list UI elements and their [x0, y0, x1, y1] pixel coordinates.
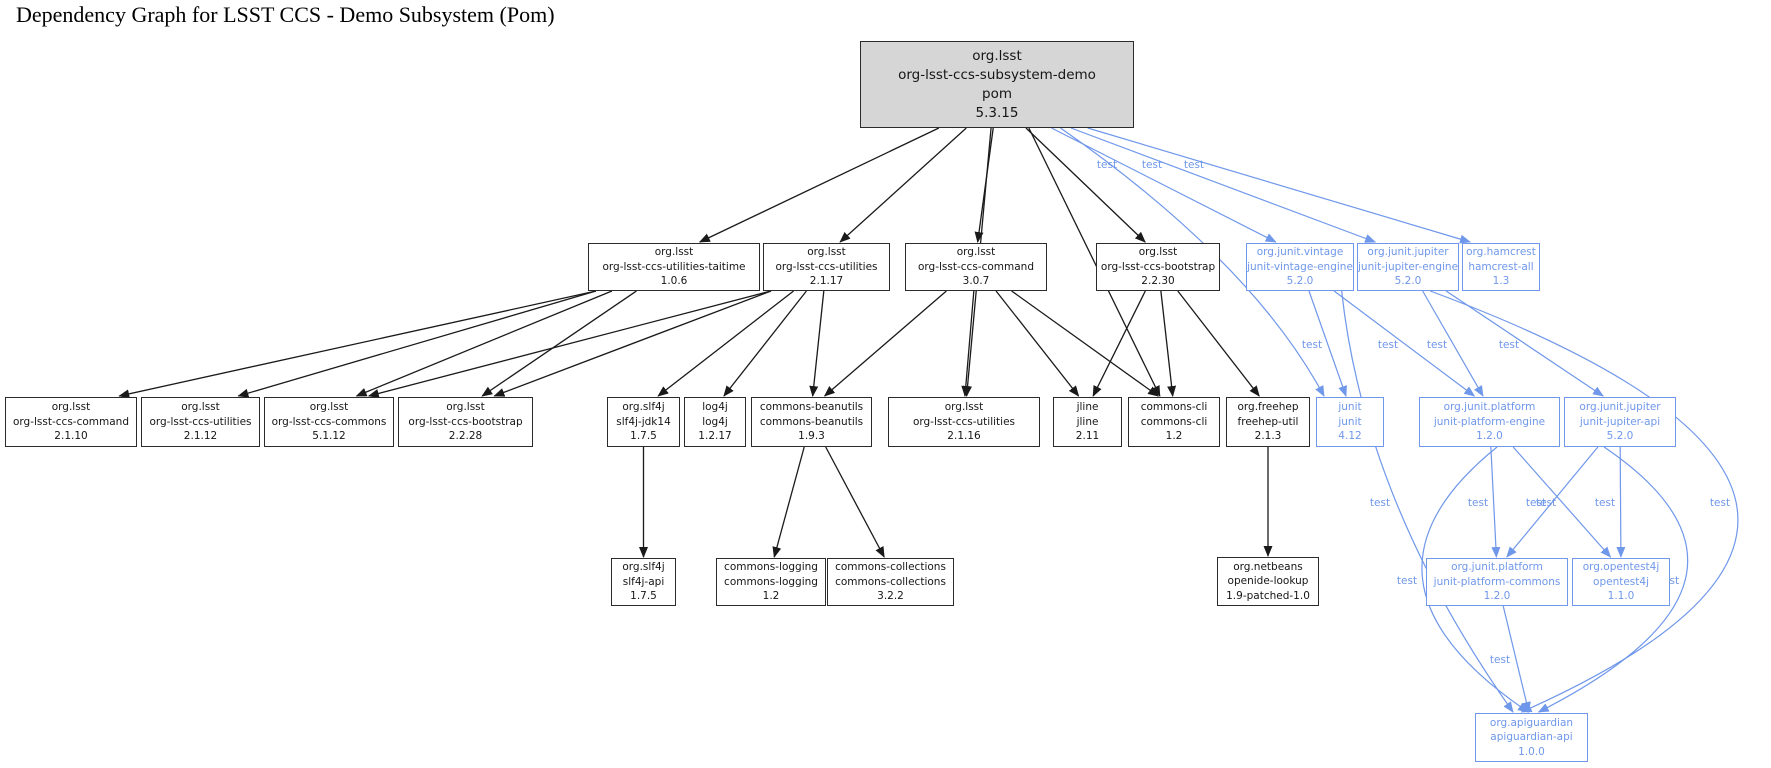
edge-label-platformengine-opentest4j: test	[1536, 497, 1556, 509]
edge-bootstrap2230-commonscli	[1160, 290, 1177, 397]
edge-platformengine-apiguardian	[1421, 446, 1529, 713]
edge-taitime-commons5112	[355, 290, 613, 397]
edge-jupiterapi-opentest4j	[1616, 446, 1626, 558]
edge-label-platformengine-platformcommons: test	[1468, 497, 1488, 509]
page-title: Dependency Graph for LSST CCS - Demo Sub…	[16, 2, 555, 27]
edge-beanutils-commonslogging	[772, 446, 805, 558]
edge-bootstrap2230-jline	[1092, 290, 1146, 397]
edge-utilities217-bootstrap2228	[493, 290, 772, 397]
edge-vintage-platformengine	[1333, 290, 1476, 397]
edge-utilities217-log4j	[723, 290, 807, 397]
edge-taitime-bootstrap2228	[481, 290, 637, 397]
edge-root-vintage	[1051, 127, 1277, 243]
edge-root-commonscli	[1028, 127, 1161, 397]
edge-root-junit	[1060, 127, 1325, 397]
edge-jupiterapi-apiguardian	[1537, 446, 1689, 713]
edge-root-jupiterengine	[1070, 127, 1377, 243]
edge-vintage-junit	[1308, 290, 1347, 397]
edge-label-vintage-platformengine: test	[1378, 339, 1398, 351]
edge-root-bootstrap2230	[1025, 127, 1146, 243]
edge-label-platformengine-apiguardian: test	[1397, 575, 1417, 587]
edge-jupiterengine-jupiterapi	[1445, 290, 1604, 397]
edge-root-utilities217	[839, 127, 967, 243]
edge-label-root-vintage: test	[1097, 159, 1117, 171]
edge-utilities217-beanutils	[809, 290, 825, 397]
edge-label-platformcommons-apiguardian: test	[1490, 654, 1510, 666]
edge-beanutils-commonscollections	[825, 446, 885, 558]
edge-jupiterengine-platformengine	[1422, 290, 1484, 397]
edge-jupiterapi-platformcommons	[1506, 446, 1599, 558]
edge-label-jupiterengine-jupiterapi: test	[1499, 339, 1519, 351]
edge-jupiterengine-apiguardian	[1430, 290, 1739, 713]
edge-label-jupiterapi-apiguardian: test	[1659, 575, 1679, 587]
edge-utilities217-slf4jjdk14	[657, 290, 794, 397]
edge-label-root-hamcrest: test	[1184, 159, 1204, 171]
edge-root-hamcrest	[1087, 127, 1471, 244]
edge-label-jupiterapi-opentest4j: test	[1595, 497, 1615, 509]
edge-vintage-apiguardian	[1341, 290, 1514, 713]
edge-command307-jline	[995, 290, 1080, 397]
edge-label-jupiterengine-platformengine: test	[1427, 339, 1447, 351]
edge-label-vintage-apiguardian: test	[1370, 497, 1390, 509]
edge-command307-beanutils	[823, 290, 947, 397]
edge-root-utilities2116	[963, 127, 992, 397]
edge-taitime-command2110	[118, 290, 597, 399]
edge-label-root-junit: test	[1196, 257, 1216, 269]
edge-command307-utilities2116	[961, 290, 975, 397]
edge-label-jupiterapi-platformcommons: test	[1526, 497, 1546, 509]
edge-label-root-jupiterengine: test	[1142, 159, 1162, 171]
edge-platformcommons-apiguardian	[1502, 605, 1531, 713]
edge-utilities217-commons5112	[367, 290, 772, 398]
edge-label-jupiterengine-apiguardian: test	[1710, 497, 1730, 509]
edge-platformengine-opentest4j	[1512, 446, 1612, 558]
edge-taitime-utilities2112	[237, 290, 597, 398]
edge-root-taitime	[698, 127, 940, 243]
edge-platformengine-platformcommons	[1490, 446, 1501, 558]
edge-command307-commonscli	[1011, 290, 1159, 397]
edge-bootstrap2230-freehep	[1177, 290, 1260, 397]
edge-label-vintage-junit: test	[1302, 339, 1322, 351]
